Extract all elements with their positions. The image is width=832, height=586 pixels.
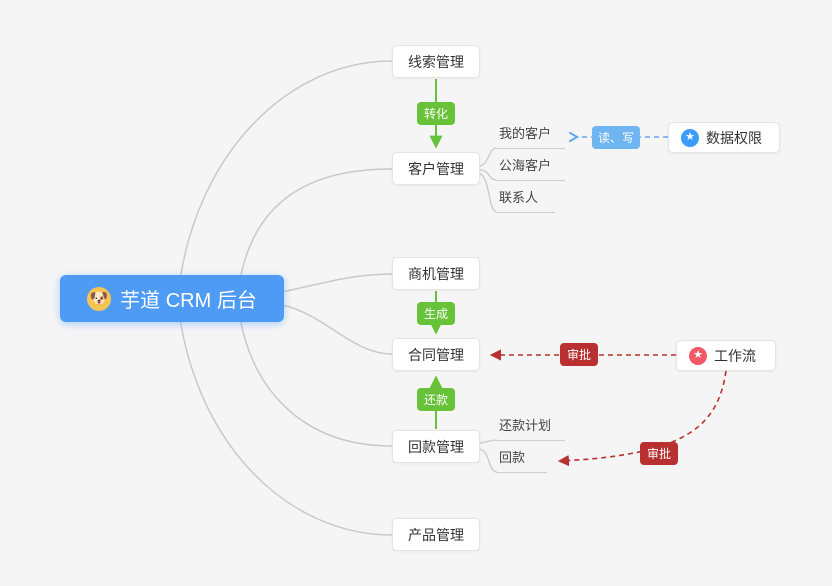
edge-payments-receipt — [479, 448, 498, 473]
edge-label-generate[interactable]: 生成 — [417, 302, 455, 325]
root-label: 芋道 CRM 后台 — [120, 290, 257, 312]
star-icon: ★ — [689, 346, 707, 365]
workflow-label: 工作流 — [714, 347, 756, 364]
node-lead-management[interactable]: 线索管理 — [392, 45, 480, 78]
subnode-my-customers[interactable]: 我的客户 — [497, 126, 565, 149]
arrow-workflow-to-receipt — [557, 370, 727, 467]
edge-label-repay[interactable]: 还款 — [417, 388, 455, 411]
subnode-contacts[interactable]: 联系人 — [497, 190, 555, 213]
edge-label-approve-contract[interactable]: 审批 — [560, 343, 598, 366]
node-contract-management[interactable]: 合同管理 — [392, 338, 480, 371]
data-permission-label: 数据权限 — [706, 129, 762, 146]
edge-root-contracts — [281, 304, 393, 355]
edge-payments-repay-plan — [479, 439, 498, 444]
node-product-management[interactable]: 产品管理 — [392, 518, 480, 551]
node-workflow[interactable]: ★ 工作流 — [676, 340, 776, 371]
edge-label-approve-payment[interactable]: 审批 — [640, 442, 678, 465]
subnode-receipt[interactable]: 回款 — [497, 450, 547, 473]
subnode-public-sea[interactable]: 公海客户 — [497, 158, 565, 181]
edge-root-products — [179, 317, 393, 536]
edge-customers-contacts — [479, 173, 498, 213]
subnode-repayment-plan[interactable]: 还款计划 — [497, 418, 565, 441]
edge-root-customers — [239, 168, 393, 281]
node-customer-management[interactable]: 客户管理 — [392, 152, 480, 185]
star-icon: ★ — [681, 128, 699, 147]
edge-root-opportunities — [281, 273, 393, 293]
edge-customers-public-sea — [479, 169, 498, 181]
node-payment-management[interactable]: 回款管理 — [392, 430, 480, 463]
node-opportunity-management[interactable]: 商机管理 — [392, 257, 480, 290]
node-data-permission[interactable]: ★ 数据权限 — [668, 122, 780, 153]
edge-root-leads — [179, 60, 393, 281]
edge-label-convert[interactable]: 转化 — [417, 102, 455, 125]
edge-customers-my-customers — [479, 147, 498, 167]
dog-emoji-icon: 🐶 — [87, 286, 112, 311]
node-root-crm[interactable]: 🐶 芋道 CRM 后台 — [60, 275, 284, 322]
edge-label-read-write[interactable]: 读、写 — [592, 126, 640, 149]
edge-root-payments — [239, 317, 393, 447]
